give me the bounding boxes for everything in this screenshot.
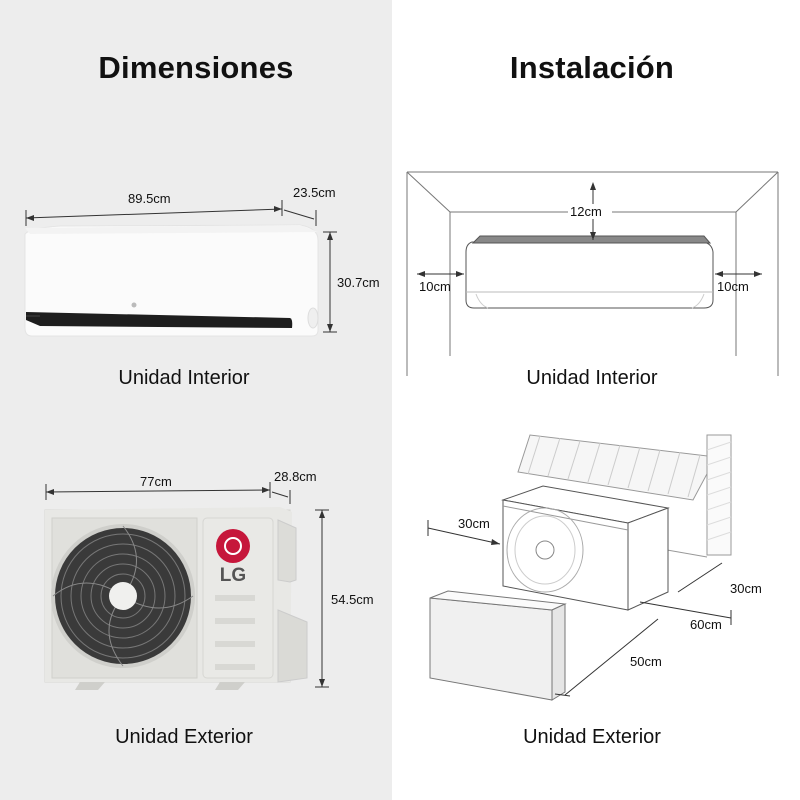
- dimensions-title: Dimensiones: [98, 50, 294, 85]
- outdoor-rear-clearance-label: 30cm: [730, 581, 762, 596]
- indoor-right-clearance-label: 10cm: [717, 279, 749, 294]
- outdoor-unit-image: [44, 482, 329, 690]
- indoor-unit-image: [24, 200, 337, 337]
- indoor-left-clearance-label: 10cm: [419, 279, 451, 294]
- outdoor-height-label: 54.5cm: [331, 592, 374, 607]
- installation-panel: Instalación 12cm 10cm 10cm Un: [392, 0, 800, 800]
- dimensions-panel: Dimensiones 89.5cm 23.5cm 30.7cm Unidad …: [0, 0, 392, 800]
- outdoor-left-clearance-label: 30cm: [458, 516, 490, 531]
- outdoor-width-label: 77cm: [140, 474, 172, 489]
- indoor-top-clearance-label: 12cm: [568, 204, 604, 219]
- indoor-caption-left: Unidad Interior: [118, 367, 250, 389]
- outdoor-depth-label: 28.8cm: [274, 469, 317, 484]
- indoor-caption-right: Unidad Interior: [526, 367, 658, 389]
- outdoor-front-clearance-label: 50cm: [630, 654, 662, 669]
- lg-brand-text: LG: [219, 565, 247, 586]
- lg-logo-icon: [216, 529, 250, 563]
- outdoor-caption-right: Unidad Exterior: [523, 726, 661, 748]
- indoor-height-label: 30.7cm: [337, 275, 380, 290]
- indoor-depth-label: 23.5cm: [293, 185, 336, 200]
- indoor-width-label: 89.5cm: [128, 191, 171, 206]
- outdoor-caption-left: Unidad Exterior: [115, 726, 253, 748]
- outdoor-installation-diagram: [427, 434, 732, 701]
- outdoor-right-clearance-label: 60cm: [690, 617, 722, 632]
- indoor-installation-diagram: [406, 171, 779, 376]
- installation-title: Instalación: [509, 50, 675, 85]
